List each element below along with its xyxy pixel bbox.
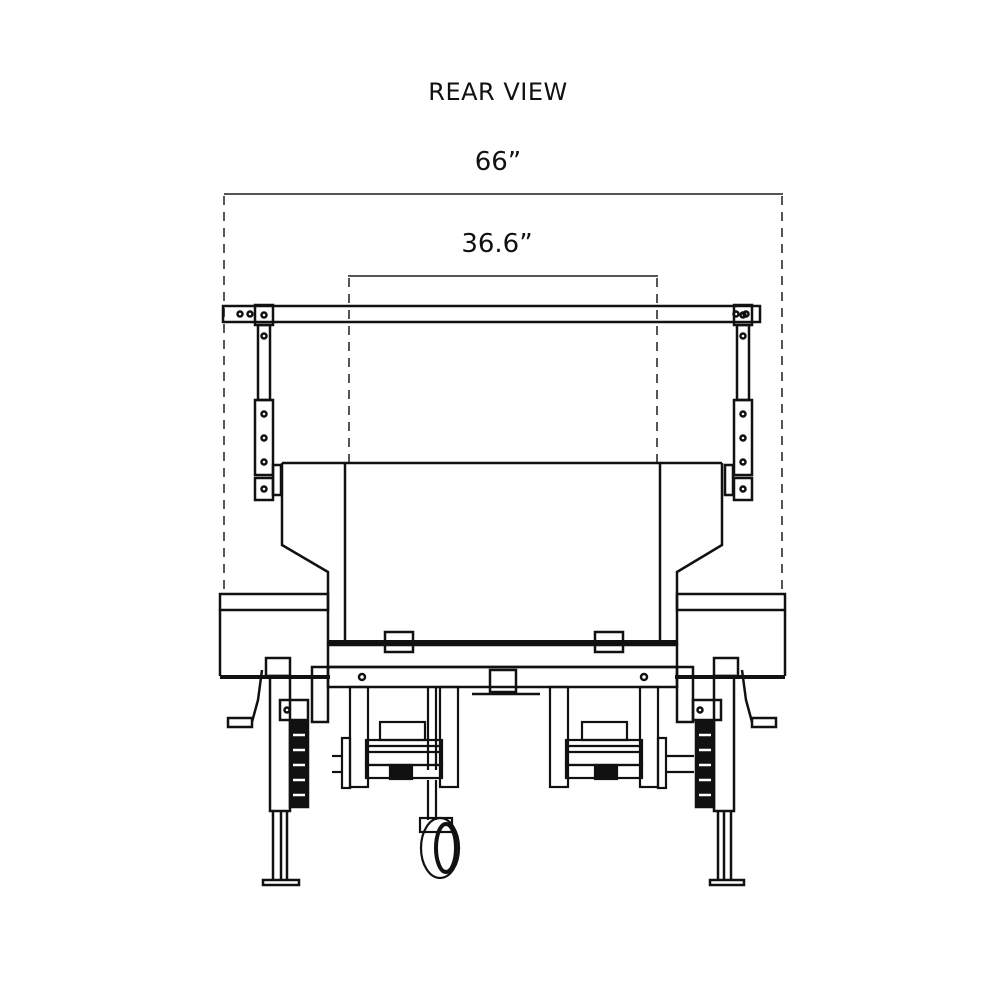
inner-width-dimension	[348, 275, 658, 470]
right-side-box	[675, 592, 787, 679]
right-jack-stand	[691, 656, 778, 887]
right-row-unit	[548, 685, 694, 790]
inner-width-dimension-label: 36.6”	[461, 229, 533, 259]
left-row-unit	[332, 685, 460, 790]
overall-width-dimension-label: 66”	[474, 147, 522, 177]
view-title: REAR VIEW	[428, 78, 568, 106]
right-hanger-bracket	[723, 303, 754, 502]
overall-width-dimension	[223, 193, 783, 595]
left-jack-stand	[226, 656, 310, 887]
gauge-wheel	[418, 780, 461, 880]
left-side-box	[218, 592, 330, 679]
lower-frame-beam	[310, 643, 695, 724]
top-crossbar	[221, 304, 762, 324]
hopper-body	[280, 461, 724, 654]
left-hanger-bracket	[253, 303, 283, 502]
